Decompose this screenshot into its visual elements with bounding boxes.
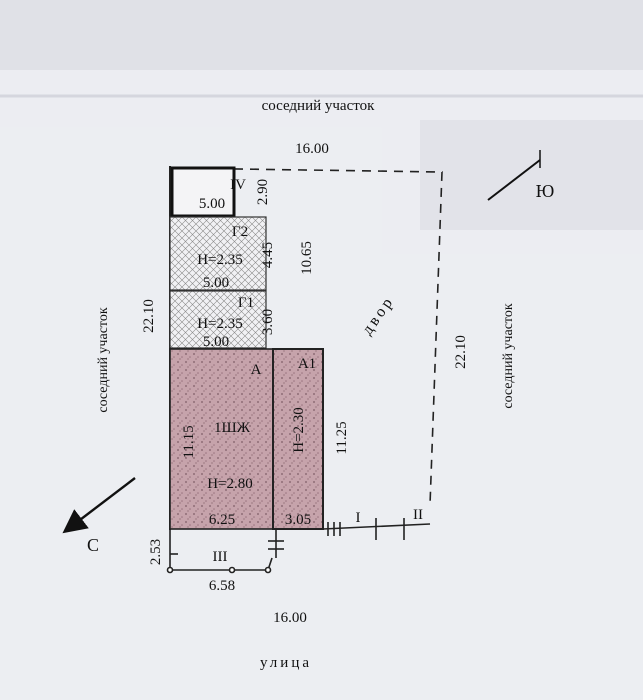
room-g2-height: Н=2.35 (197, 252, 243, 268)
room-g1-label: Г1 (238, 295, 254, 311)
bottom-width-label: 16.00 (273, 610, 307, 626)
north-arrow-icon (62, 477, 136, 534)
room-g2-label: Г2 (232, 224, 248, 240)
compass-north-label: С (87, 535, 99, 555)
house-a-depth: 11.15 (181, 425, 197, 458)
left-depth-label: 22.10 (141, 299, 157, 333)
room-g1-width: 5.00 (203, 334, 229, 350)
front-depth-label: 2.53 (148, 539, 164, 565)
house-a-label: А (251, 362, 262, 378)
house-a-type: 1ШЖ (214, 420, 251, 436)
room-g2-width: 5.00 (203, 275, 229, 291)
room-iv (170, 166, 236, 218)
room-g1-depth: 3.60 (260, 309, 276, 335)
gate-2-label: II (413, 507, 423, 523)
room-iv-label: IV (230, 177, 246, 193)
room-g2-depth: 4.45 (260, 242, 276, 268)
street-label: улица (260, 655, 312, 671)
extension-a1-label: А1 (298, 356, 316, 372)
south-line-icon (487, 159, 541, 201)
plot-boundary (169, 167, 443, 506)
front-width-label: 6.58 (209, 578, 235, 594)
house-a-height: Н=2.80 (207, 476, 253, 492)
front-fence (322, 518, 431, 540)
compass-south-label: Ю (536, 181, 555, 201)
top-width-label: 16.00 (295, 141, 329, 157)
extension-a1-width: 3.05 (285, 512, 311, 528)
house-a-width: 6.25 (209, 512, 235, 528)
room-iv-depth: 2.90 (255, 179, 271, 205)
extension-a1-height: Н=2.30 (291, 407, 307, 453)
extension-a1-depth: 11.25 (334, 421, 350, 454)
gate-3-label: III (213, 549, 228, 565)
neighbor-left-label: соседний участок (96, 307, 111, 412)
room-g1-height: Н=2.35 (197, 316, 243, 332)
room-iv-width: 5.00 (199, 196, 225, 212)
house-a (169, 348, 274, 530)
front-strip (166, 530, 284, 574)
extension-a1 (272, 348, 324, 530)
room-g2 (169, 216, 267, 291)
gate-1-label: I (356, 510, 361, 526)
neighbor-top-label: соседний участок (262, 98, 376, 114)
neighbor-right-label: соседний участок (501, 303, 516, 408)
right-depth-label: 22.10 (453, 335, 469, 369)
room-g1 (169, 290, 267, 349)
outbuildings-depth: 10.65 (299, 241, 315, 275)
